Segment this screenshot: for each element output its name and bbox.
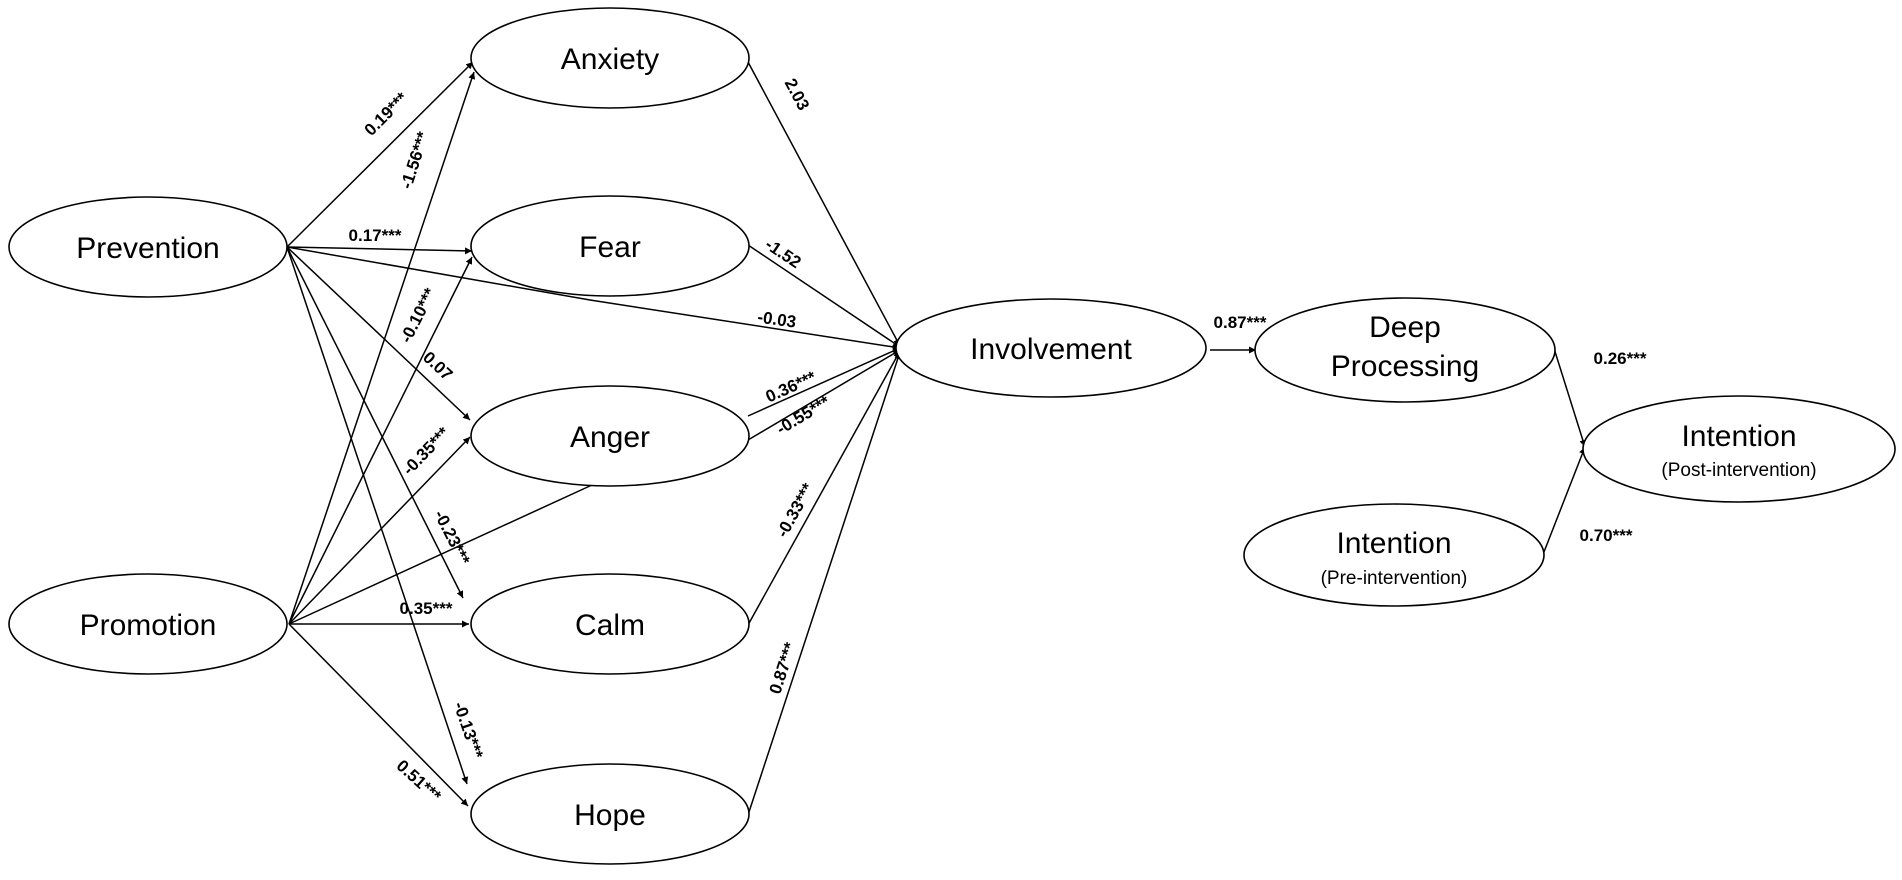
node-hope: Hope bbox=[470, 763, 750, 865]
node-fear-label: Fear bbox=[579, 231, 641, 264]
node-involvement-label: Involvement bbox=[970, 333, 1132, 366]
edge-prevention-anger bbox=[286, 246, 471, 421]
coef-hope-involvement: 0.87*** bbox=[766, 640, 801, 697]
node-intention-post-label: Intention bbox=[1681, 420, 1796, 453]
node-anxiety-label: Anxiety bbox=[561, 43, 659, 76]
coef-prevention-fear: 0.17*** bbox=[349, 226, 402, 245]
edge-promotion-hope bbox=[288, 623, 469, 807]
node-anger: Anger bbox=[470, 385, 750, 487]
edge-promotion-anxiety bbox=[288, 71, 476, 625]
node-intention-pre-label: Intention bbox=[1336, 527, 1451, 560]
coef-prevention-calm: -0.23*** bbox=[430, 507, 474, 568]
coef-pre-intention-post: 0.70*** bbox=[1580, 526, 1633, 545]
edge-prevention-fear bbox=[286, 246, 473, 255]
coef-promotion-fear: -0.10*** bbox=[396, 285, 440, 346]
node-promotion-label: Promotion bbox=[80, 609, 217, 642]
edge-anger-involvement-upper bbox=[747, 347, 901, 417]
edge-anger-involvement-lower bbox=[747, 349, 901, 441]
node-intention-pre: Intention (Pre-intervention) bbox=[1243, 503, 1545, 607]
coef-prevention-hope: -0.13*** bbox=[450, 699, 487, 761]
coef-fear-involvement: -1.52 bbox=[762, 235, 805, 272]
edge-prevention-calm bbox=[286, 246, 464, 599]
node-deep-processing: Deep Processing bbox=[1254, 297, 1556, 403]
node-prevention-label: Prevention bbox=[76, 232, 219, 265]
coef-prevention-involvement: -0.03 bbox=[756, 307, 797, 331]
edge-prevention-hope bbox=[286, 246, 469, 785]
node-calm-label: Calm bbox=[575, 609, 645, 642]
node-prevention: Prevention bbox=[8, 196, 288, 298]
node-involvement: Involvement bbox=[895, 298, 1207, 398]
coef-involvement-deep: 0.87*** bbox=[1214, 313, 1267, 332]
edge-calm-involvement bbox=[747, 350, 901, 626]
coef-anxiety-involvement: 2.03 bbox=[781, 75, 813, 113]
node-deep-processing-line2: Processing bbox=[1331, 350, 1479, 383]
edge-promotion-fear bbox=[288, 256, 473, 625]
coef-promotion-anxiety: -1.56*** bbox=[397, 129, 433, 191]
coef-deep-intention-post: 0.26*** bbox=[1594, 349, 1647, 368]
node-fear: Fear bbox=[470, 195, 750, 297]
node-intention-post-sub: (Post-intervention) bbox=[1661, 460, 1816, 481]
node-calm: Calm bbox=[470, 573, 750, 675]
node-deep-processing-line1: Deep bbox=[1369, 311, 1441, 344]
edge-pre-intention-post bbox=[1541, 446, 1586, 558]
coef-promotion-hope: 0.51*** bbox=[393, 756, 445, 806]
edge-prevention-involvement bbox=[286, 246, 901, 351]
node-anxiety: Anxiety bbox=[470, 7, 750, 109]
node-intention-post: Intention (Post-intervention) bbox=[1582, 395, 1896, 503]
edge-hope-involvement bbox=[747, 351, 902, 816]
edge-promotion-anger bbox=[288, 436, 471, 625]
coef-promotion-calm: 0.35*** bbox=[400, 599, 453, 618]
edge-deep-intention-post bbox=[1551, 341, 1587, 448]
edge-promotion-anger-pass bbox=[288, 484, 593, 625]
coef-prevention-anxiety: 0.19*** bbox=[361, 88, 412, 139]
edge-prevention-anxiety bbox=[286, 61, 474, 248]
node-intention-pre-sub: (Pre-intervention) bbox=[1321, 568, 1468, 589]
node-hope-label: Hope bbox=[574, 799, 646, 832]
edge-anxiety-involvement bbox=[747, 61, 901, 347]
edge-fear-involvement bbox=[747, 244, 901, 348]
coef-promotion-anger: -0.35*** bbox=[399, 423, 454, 479]
node-anger-label: Anger bbox=[570, 421, 650, 454]
node-promotion: Promotion bbox=[8, 573, 288, 675]
